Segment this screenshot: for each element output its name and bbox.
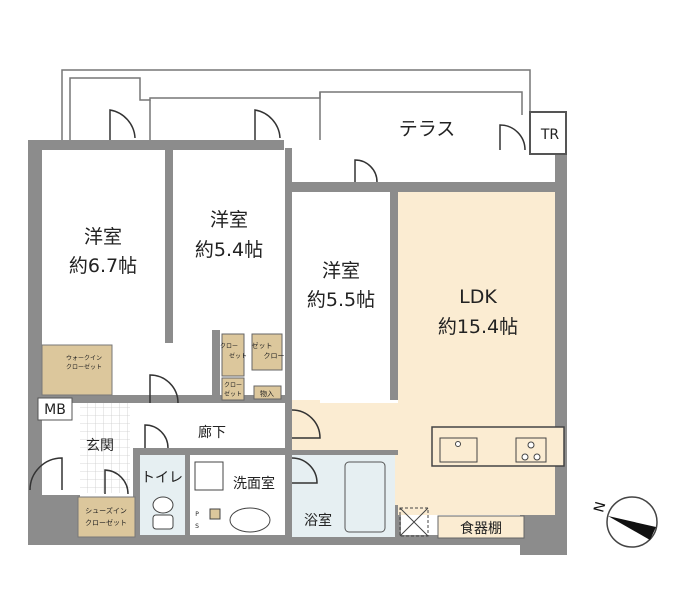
bathroom-label: 浴室: [304, 512, 332, 529]
mb-label: MB: [44, 402, 66, 418]
compass-icon: N: [591, 496, 658, 548]
closet-b-2: クロー: [264, 352, 285, 360]
western2-size: 約5.4帖: [195, 239, 263, 261]
washer-pan-icon: [194, 461, 224, 491]
bathtub-icon: [344, 461, 386, 533]
sink-icon: [229, 507, 271, 533]
western1-size: 約6.7帖: [69, 255, 137, 277]
closet-c: [221, 377, 245, 401]
ps-label-1: P: [195, 511, 199, 518]
tr-box: [529, 111, 567, 155]
western3-name: 洋室: [322, 260, 360, 282]
ps-label-2: S: [195, 523, 199, 530]
western1-name: 洋室: [84, 226, 122, 248]
hallway-label: 廊下: [198, 424, 226, 441]
hallway: [110, 403, 285, 448]
closet-a-1: クロー: [220, 343, 238, 350]
walk-in-closet: [41, 344, 113, 396]
closet-b-1: ゼット: [252, 341, 273, 350]
shoes-in-closet: [77, 496, 136, 538]
western2-name: 洋室: [210, 209, 248, 231]
closet-a: [221, 333, 245, 377]
storage: [253, 385, 282, 400]
sic-label-1: シューズイン: [85, 506, 127, 515]
toilet-bowl-icon: [152, 496, 174, 514]
room-western-1: [42, 150, 165, 345]
floor-storage-icon: [399, 507, 429, 537]
room-western-3: [292, 192, 390, 400]
terrace-label: テラス: [399, 118, 456, 140]
compass-north-label: N: [591, 500, 609, 514]
washroom-label: 洗面室: [233, 475, 275, 492]
tr-label: TR: [540, 127, 560, 143]
closet-a-2: ゼット: [229, 352, 247, 360]
sic-label-2: クローゼット: [85, 518, 127, 527]
cupboard-label: 食器棚: [460, 520, 502, 537]
closet-b: [251, 333, 283, 371]
entrance-label: 玄関: [86, 437, 114, 454]
room-western-2: [173, 150, 285, 330]
western3-size: 約5.5帖: [307, 289, 375, 311]
toilet-label: トイレ: [141, 470, 183, 486]
cupboard: [437, 515, 525, 539]
terrace: [61, 69, 531, 150]
storage-label: 物入: [260, 389, 274, 398]
kitchen-counter: [431, 426, 565, 467]
ldk-name: LDK: [459, 286, 497, 308]
wic-label-2: クローゼット: [66, 363, 102, 371]
closet-c-2: ゼット: [224, 390, 242, 398]
closet-c-1: クロー: [224, 382, 242, 389]
mb-box: [37, 397, 73, 421]
wic-label-1: ウォークイン: [66, 354, 102, 362]
doors: [29, 109, 526, 495]
ldk-size: 約15.4帖: [438, 316, 518, 338]
